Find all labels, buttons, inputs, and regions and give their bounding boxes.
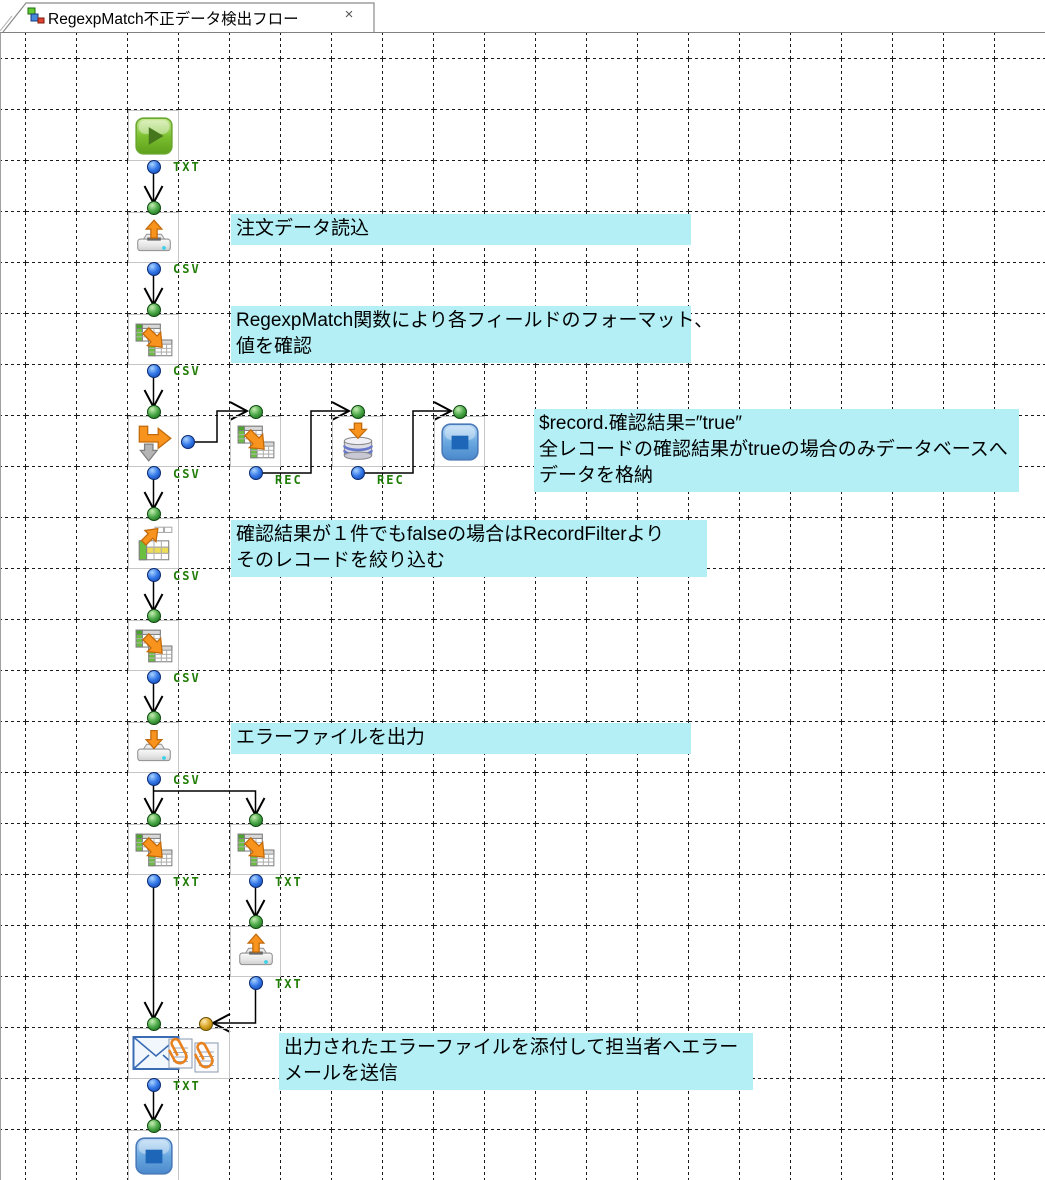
node-mapper-error-right[interactable]	[230, 824, 281, 875]
branch-icon	[133, 421, 175, 463]
mail-attachment-icon	[132, 1032, 227, 1076]
port-label: CSV	[173, 773, 201, 787]
port-label: TXT	[173, 1079, 201, 1093]
port-out-mapperR[interactable]	[248, 874, 263, 888]
port-out-mapper2[interactable]	[248, 466, 263, 480]
node-start[interactable]	[128, 110, 179, 161]
port-in-mapperL[interactable]	[146, 813, 161, 827]
file-write-icon	[133, 727, 175, 769]
port-out-branch-right[interactable]	[181, 435, 195, 449]
port-label: CSV	[173, 671, 201, 685]
annotation-regexpmatch-check[interactable]: RegexpMatch関数により各フィールドのフォーマット、 値を確認	[231, 306, 713, 363]
port-out-filter[interactable]	[146, 568, 161, 582]
tab-close-icon[interactable]: ×	[344, 6, 354, 23]
annotation-record-filter[interactable]: 確認結果が１件でもfalseの場合はRecordFilterより そのレコードを…	[231, 520, 707, 577]
port-in-mapperR[interactable]	[248, 813, 263, 827]
node-mapper-error[interactable]	[128, 620, 179, 671]
port-out-mail[interactable]	[146, 1078, 161, 1092]
record-mapper-icon	[235, 421, 277, 463]
port-out-fileread2[interactable]	[248, 976, 263, 990]
port-in-dbput[interactable]	[350, 405, 365, 419]
port-in-filewrite[interactable]	[146, 711, 161, 725]
port-in-mapper3[interactable]	[146, 609, 161, 623]
tab-bar: RegexpMatch不正データ検出フロー ×	[0, 0, 1045, 32]
node-record-filter[interactable]	[128, 518, 179, 569]
annotation-error-mail[interactable]: 出力されたエラーファイルを添付して担当者へエラー メールを送信	[279, 1033, 753, 1090]
port-in-branch[interactable]	[146, 405, 161, 419]
record-mapper-icon	[133, 625, 175, 667]
port-in-filter[interactable]	[146, 507, 161, 521]
port-in-fileread1[interactable]	[146, 201, 161, 215]
port-label: TXT	[275, 875, 303, 889]
port-out-fileread1[interactable]	[146, 262, 161, 276]
port-out-start[interactable]	[146, 160, 161, 174]
port-label: TXT	[173, 875, 201, 889]
port-out-dbput[interactable]	[350, 466, 365, 480]
port-in-mapper2[interactable]	[248, 405, 263, 419]
record-mapper-icon	[133, 829, 175, 871]
flow-document-icon	[27, 7, 45, 24]
port-label: CSV	[173, 569, 201, 583]
port-label: REC	[377, 473, 405, 487]
port-out-filewrite[interactable]	[146, 772, 161, 786]
annotation-error-file-output[interactable]: エラーファイルを出力	[231, 723, 691, 754]
tab-title: RegexpMatch不正データ検出フロー	[48, 11, 299, 28]
file-read-icon	[235, 931, 277, 973]
port-label: CSV	[173, 364, 201, 378]
node-db-put[interactable]	[332, 416, 383, 467]
node-mapper-error-left[interactable]	[128, 824, 179, 875]
port-out-mapperL[interactable]	[146, 874, 161, 888]
port-attach-mail[interactable]	[199, 1017, 213, 1031]
node-mail-send[interactable]	[128, 1028, 230, 1079]
node-branch[interactable]	[128, 416, 179, 467]
record-mapper-icon	[133, 319, 175, 361]
node-file-read-errorfile[interactable]	[230, 926, 281, 977]
annotation-read-orders[interactable]: 注文データ読込	[231, 214, 691, 245]
port-in-mail[interactable]	[146, 1017, 161, 1031]
port-in-end-error[interactable]	[146, 1119, 161, 1133]
port-out-branch-bottom[interactable]	[146, 466, 161, 480]
database-insert-icon	[337, 421, 379, 463]
port-in-fileread2[interactable]	[248, 915, 263, 929]
port-label: REC	[275, 473, 303, 487]
record-mapper-icon	[235, 829, 277, 871]
port-out-mapper3[interactable]	[146, 670, 161, 684]
node-end-success[interactable]	[434, 416, 485, 467]
start-icon	[133, 115, 175, 157]
tab-shape	[0, 2, 375, 32]
flow-canvas[interactable]: TXT CSV CSV CSV REC REC CSV CSV CSV TXT …	[0, 32, 1045, 1180]
port-label: TXT	[275, 977, 303, 991]
record-filter-icon	[133, 523, 175, 565]
port-in-mapper1[interactable]	[146, 303, 161, 317]
node-mapper-db[interactable]	[230, 416, 281, 467]
port-out-mapper1[interactable]	[146, 364, 161, 378]
port-label: CSV	[173, 467, 201, 481]
end-icon	[133, 1135, 175, 1177]
node-file-read-orders[interactable]	[128, 212, 179, 263]
node-end-error[interactable]	[128, 1130, 179, 1180]
annotation-branch-condition[interactable]: $record.確認結果=″true″ 全レコードの確認結果がtrueの場合のみ…	[534, 409, 1019, 492]
port-label: CSV	[173, 262, 201, 276]
file-read-icon	[133, 217, 175, 259]
port-in-end-success[interactable]	[452, 405, 467, 419]
end-icon	[439, 421, 481, 463]
port-label: TXT	[173, 160, 201, 174]
node-mapper-regexpmatch[interactable]	[128, 314, 179, 365]
node-file-write-error[interactable]	[128, 722, 179, 773]
